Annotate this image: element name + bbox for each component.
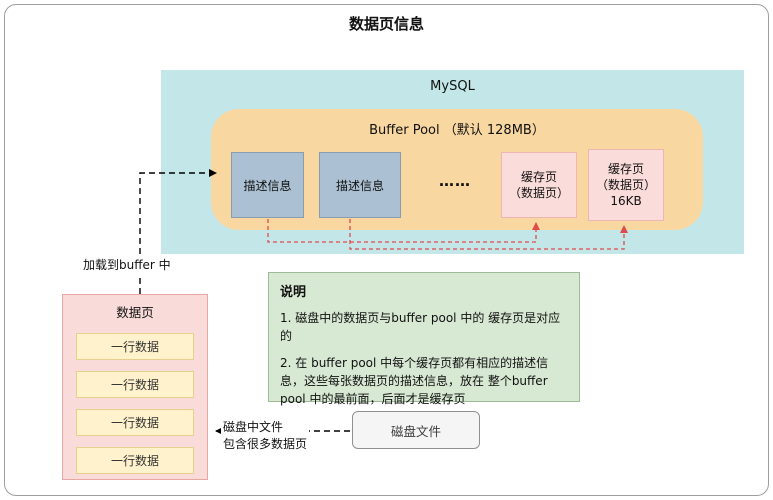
- load-to-buffer-label: 加载到buffer 中: [80, 255, 174, 274]
- data-row-label-3: 一行数据: [110, 416, 159, 430]
- buffer-pool-label: Buffer Pool （默认 128MB）: [369, 123, 545, 138]
- mysql-container: MySQL Buffer Pool （默认 128MB） 描述信息 描述信息 ……: [161, 70, 744, 254]
- note-title: 说明: [280, 285, 307, 300]
- data-row-label-2: 一行数据: [110, 378, 159, 392]
- data-row: 一行数据: [76, 333, 194, 360]
- disk-annotation-line-1: 磁盘中文件: [223, 420, 284, 434]
- cache-page-1-line-1: 缓存页: [520, 169, 557, 184]
- buffer-pool-container: Buffer Pool （默认 128MB） 描述信息 描述信息 …… 缓存页 …: [211, 109, 703, 230]
- cache-page-2-line-2: （数据页）: [595, 177, 656, 192]
- data-row: 一行数据: [76, 409, 194, 436]
- outer-frame: [4, 4, 769, 496]
- cache-page-2-line-1: 缓存页: [607, 161, 644, 176]
- cache-page-2-line-3: 16KB: [610, 194, 642, 209]
- cache-page-1-line-2: （数据页）: [508, 186, 569, 200]
- note-item-1: 1. 磁盘中的数据页与buffer pool 中的 缓存页是对应的: [280, 311, 561, 343]
- cache-page-box-2: 缓存页 （数据页） 16KB: [588, 149, 664, 221]
- data-row-label-1: 一行数据: [110, 340, 159, 354]
- data-row: 一行数据: [76, 447, 194, 474]
- disk-annotation: 磁盘中文件 包含很多数据页: [221, 419, 310, 454]
- describe-info-box-2: 描述信息: [319, 152, 401, 218]
- cache-page-box-1: 缓存页 （数据页）: [501, 152, 577, 218]
- disk-file-box: 磁盘文件: [352, 411, 480, 449]
- data-row: 一行数据: [76, 371, 194, 398]
- describe-info-label-2: 描述信息: [335, 178, 384, 193]
- data-page-title: 数据页: [116, 305, 154, 320]
- data-page-box: 数据页 一行数据 一行数据 一行数据 一行数据: [62, 294, 208, 480]
- ellipsis-text: ……: [439, 172, 471, 190]
- disk-file-label: 磁盘文件: [390, 423, 441, 439]
- describe-info-box-1: 描述信息: [231, 152, 304, 218]
- note-item-2: 2. 在 buffer pool 中每个缓存页都有相应的描述信息，这些每张数据页…: [280, 356, 549, 406]
- describe-info-label-1: 描述信息: [243, 178, 292, 193]
- data-row-label-4: 一行数据: [110, 454, 159, 468]
- mysql-label: MySQL: [430, 79, 475, 94]
- note-box: 说明 1. 磁盘中的数据页与buffer pool 中的 缓存页是对应的 2. …: [268, 272, 580, 406]
- disk-annotation-line-2: 包含很多数据页: [223, 437, 308, 452]
- page-title: 数据页信息: [348, 15, 424, 33]
